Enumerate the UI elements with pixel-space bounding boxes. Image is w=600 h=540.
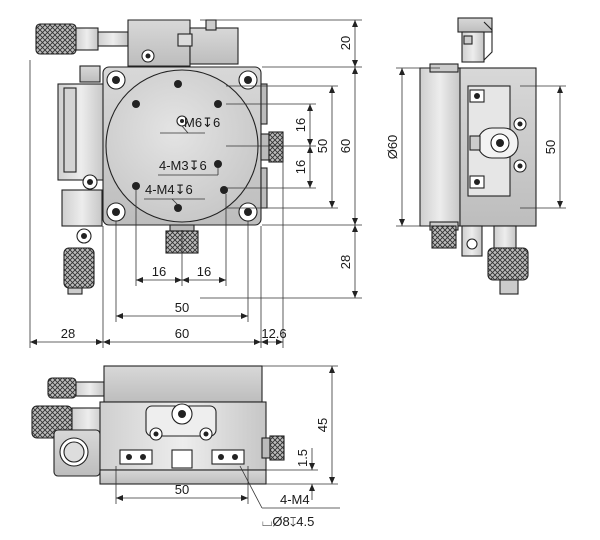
side-top-bracket <box>457 17 493 63</box>
dim-pitch-16-a: 16 <box>293 118 308 132</box>
dim-front-height-45: 45 <box>315 418 330 432</box>
dim-height-mid: 60 <box>338 139 353 153</box>
top-view: M6↧6 4-M3↧6 4-M4↧6 20 60 28 <box>29 19 362 348</box>
dim-front-offset: 1.5 <box>295 449 310 467</box>
top-disk-holes <box>132 80 228 212</box>
dim-height-bottom: 28 <box>338 255 353 269</box>
front-dims <box>115 365 340 509</box>
label-m3-holes: 4-M3↧6 <box>159 158 207 173</box>
dim-hz-16-right: 16 <box>197 264 211 279</box>
top-label-leaders <box>144 125 219 206</box>
dim-inner-50: 50 <box>315 139 330 153</box>
front-base <box>99 469 267 485</box>
dim-height-top: 20 <box>338 36 353 50</box>
dim-diameter: Ø60 <box>385 135 400 160</box>
label-center-hole: M6↧6 <box>184 115 220 130</box>
side-slot <box>469 127 519 159</box>
label-m4-holes: 4-M4↧6 <box>145 182 193 197</box>
side-dims <box>396 67 566 227</box>
side-bottom-knobs <box>431 225 529 295</box>
top-right-knob <box>260 131 284 163</box>
top-micrometer <box>35 19 239 67</box>
dim-width-mid: 60 <box>175 326 189 341</box>
front-left-knobs <box>31 377 105 477</box>
front-right-knob <box>261 435 285 461</box>
dim-side-height-50: 50 <box>543 140 558 154</box>
dim-width-50-top: 50 <box>175 300 189 315</box>
label-counterbore: ⌴Ø8↧4.5 <box>262 514 314 529</box>
dim-front-width-50: 50 <box>175 482 189 497</box>
side-screws <box>469 89 527 189</box>
front-bottom-screws <box>119 449 245 469</box>
dim-width-left: 28 <box>61 326 75 341</box>
top-vertical-dims <box>200 19 362 299</box>
front-center-window <box>145 403 217 441</box>
front-view: 45 1.5 50 4-M4 ⌴Ø8↧4.5 <box>31 365 340 529</box>
top-left-adjuster <box>57 65 105 295</box>
front-top-block <box>103 365 263 403</box>
top-horizontal-dims <box>29 60 284 348</box>
side-view: Ø60 50 <box>385 17 566 295</box>
dim-width-right: 12.6 <box>261 326 286 341</box>
dim-pitch-16-b: 16 <box>293 160 308 174</box>
dim-hz-16-left: 16 <box>152 264 166 279</box>
label-mount-holes: 4-M4 <box>280 492 310 507</box>
side-cylinder <box>419 67 461 227</box>
